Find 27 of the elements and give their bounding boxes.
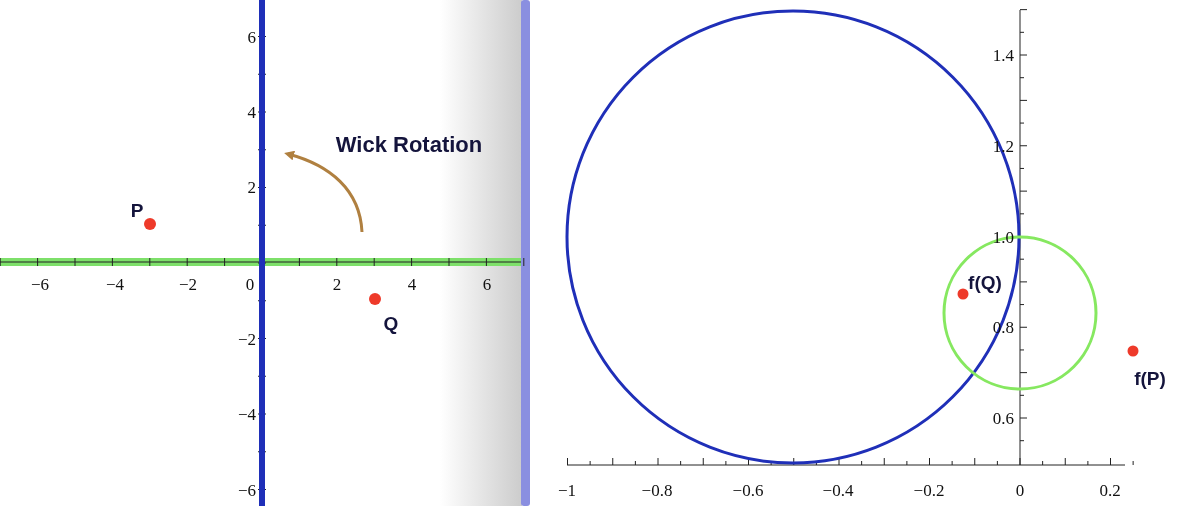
tick-label: 0.6	[992, 409, 1014, 427]
tick-label: −0.8	[641, 481, 673, 499]
tick-label: −4	[237, 405, 256, 423]
tick-label: 0.2	[1099, 481, 1121, 499]
tick-label: −2	[237, 330, 256, 348]
tick-label: −1	[557, 481, 577, 499]
tick-label: 6	[482, 275, 492, 293]
tick-label: 2	[247, 178, 256, 196]
tick-label: 1.4	[992, 46, 1014, 64]
tick-label: 4	[247, 103, 256, 121]
tick-label: 6	[247, 28, 256, 46]
tick-label: −2	[178, 275, 198, 293]
tick-label: −0.2	[913, 481, 945, 499]
tick-label: −6	[30, 275, 50, 293]
annotation-label: Wick Rotation	[335, 134, 483, 156]
tick-label: 4	[407, 275, 417, 293]
tick-label: 0	[1015, 481, 1025, 499]
tick-label: −6	[237, 481, 256, 499]
tick-label: 2	[332, 275, 342, 293]
tick-label: 0	[245, 275, 255, 293]
point-label: f(Q)	[968, 272, 1002, 292]
point-label: f(P)	[1134, 368, 1166, 388]
tick-label: −0.4	[822, 481, 854, 499]
tick-label: −0.6	[732, 481, 764, 499]
point-label: Q	[383, 313, 399, 333]
tick-label: −4	[105, 275, 125, 293]
point-label: P	[130, 200, 144, 220]
